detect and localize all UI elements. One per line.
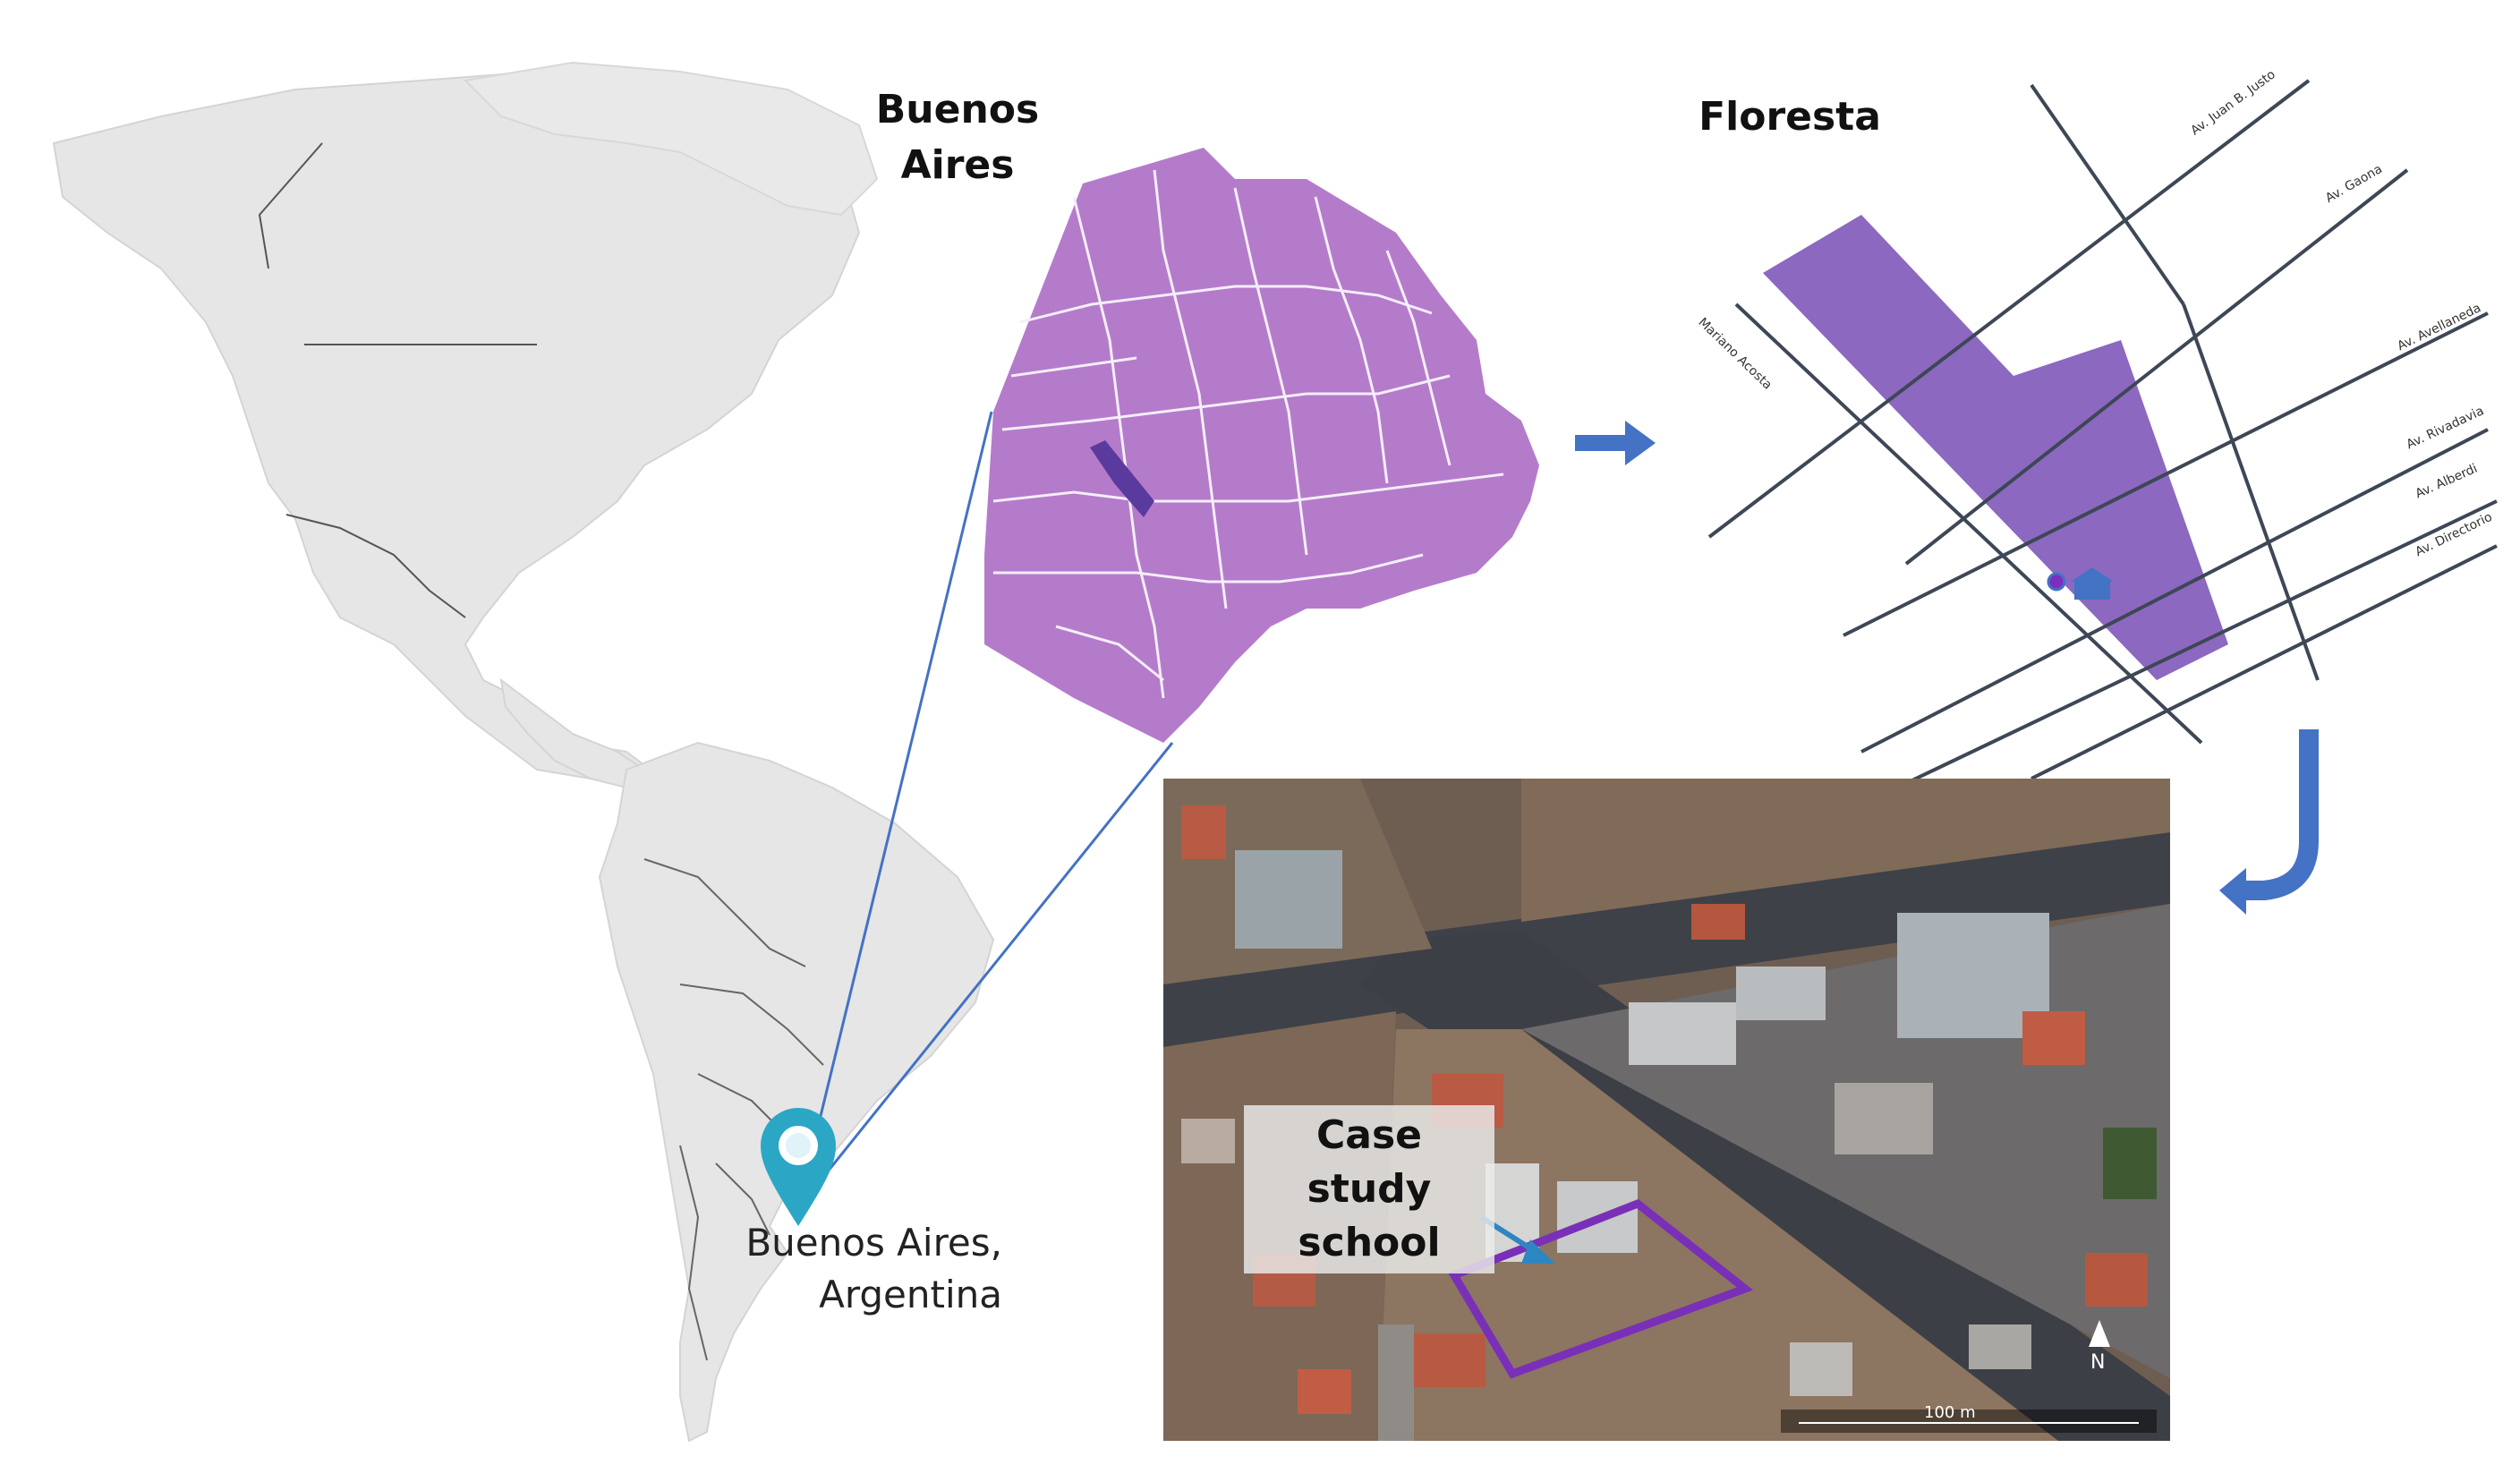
callout-line1: Case study [1307, 1112, 1432, 1212]
arrow-down-left-icon [2219, 729, 2319, 915]
buenos-aires-title: Buenos Aires [859, 82, 1056, 193]
map-pin-icon [761, 1108, 836, 1226]
buenos-aires-city-shape [984, 148, 1539, 743]
americas-map [52, 61, 1174, 1443]
south-america-landmass [598, 741, 995, 1443]
satellite-view [1163, 779, 2170, 1441]
floresta-highlight [1090, 440, 1154, 517]
arctic-landmass [463, 61, 879, 217]
callout-line2: school [1298, 1220, 1441, 1265]
zoom-line-upper [796, 411, 993, 1209]
north-arrow-icon [2089, 1320, 2110, 1347]
school-outline [1448, 1198, 1754, 1379]
north-label: N [2090, 1351, 2106, 1374]
pin-caption: Buenos Aires, Argentina [734, 1217, 1002, 1321]
buenos-aires-title-line2: Aires [900, 142, 1015, 188]
arrow-right-icon [1575, 421, 1656, 465]
case-study-callout: Case study school [1244, 1105, 1494, 1273]
floresta-zone [1763, 215, 2228, 680]
pin-caption-line1: Buenos Aires, [745, 1221, 1002, 1265]
neighborhood-boundaries [992, 169, 1504, 699]
school-icon [2047, 567, 2114, 600]
floresta-streets [1707, 79, 2498, 789]
scale-label: 100 m [1924, 1403, 1976, 1422]
zoom-line-lower [796, 742, 1174, 1209]
buenos-aires-title-line1: Buenos [875, 87, 1040, 132]
south-america-borders [643, 858, 824, 1361]
floresta-map [1707, 79, 2498, 789]
buenos-aires-map [984, 148, 1539, 743]
pin-caption-line2: Argentina [819, 1273, 1002, 1316]
floresta-title: Floresta [1698, 94, 1881, 140]
alaska-border [258, 142, 323, 269]
us-mexico-border [285, 514, 466, 618]
